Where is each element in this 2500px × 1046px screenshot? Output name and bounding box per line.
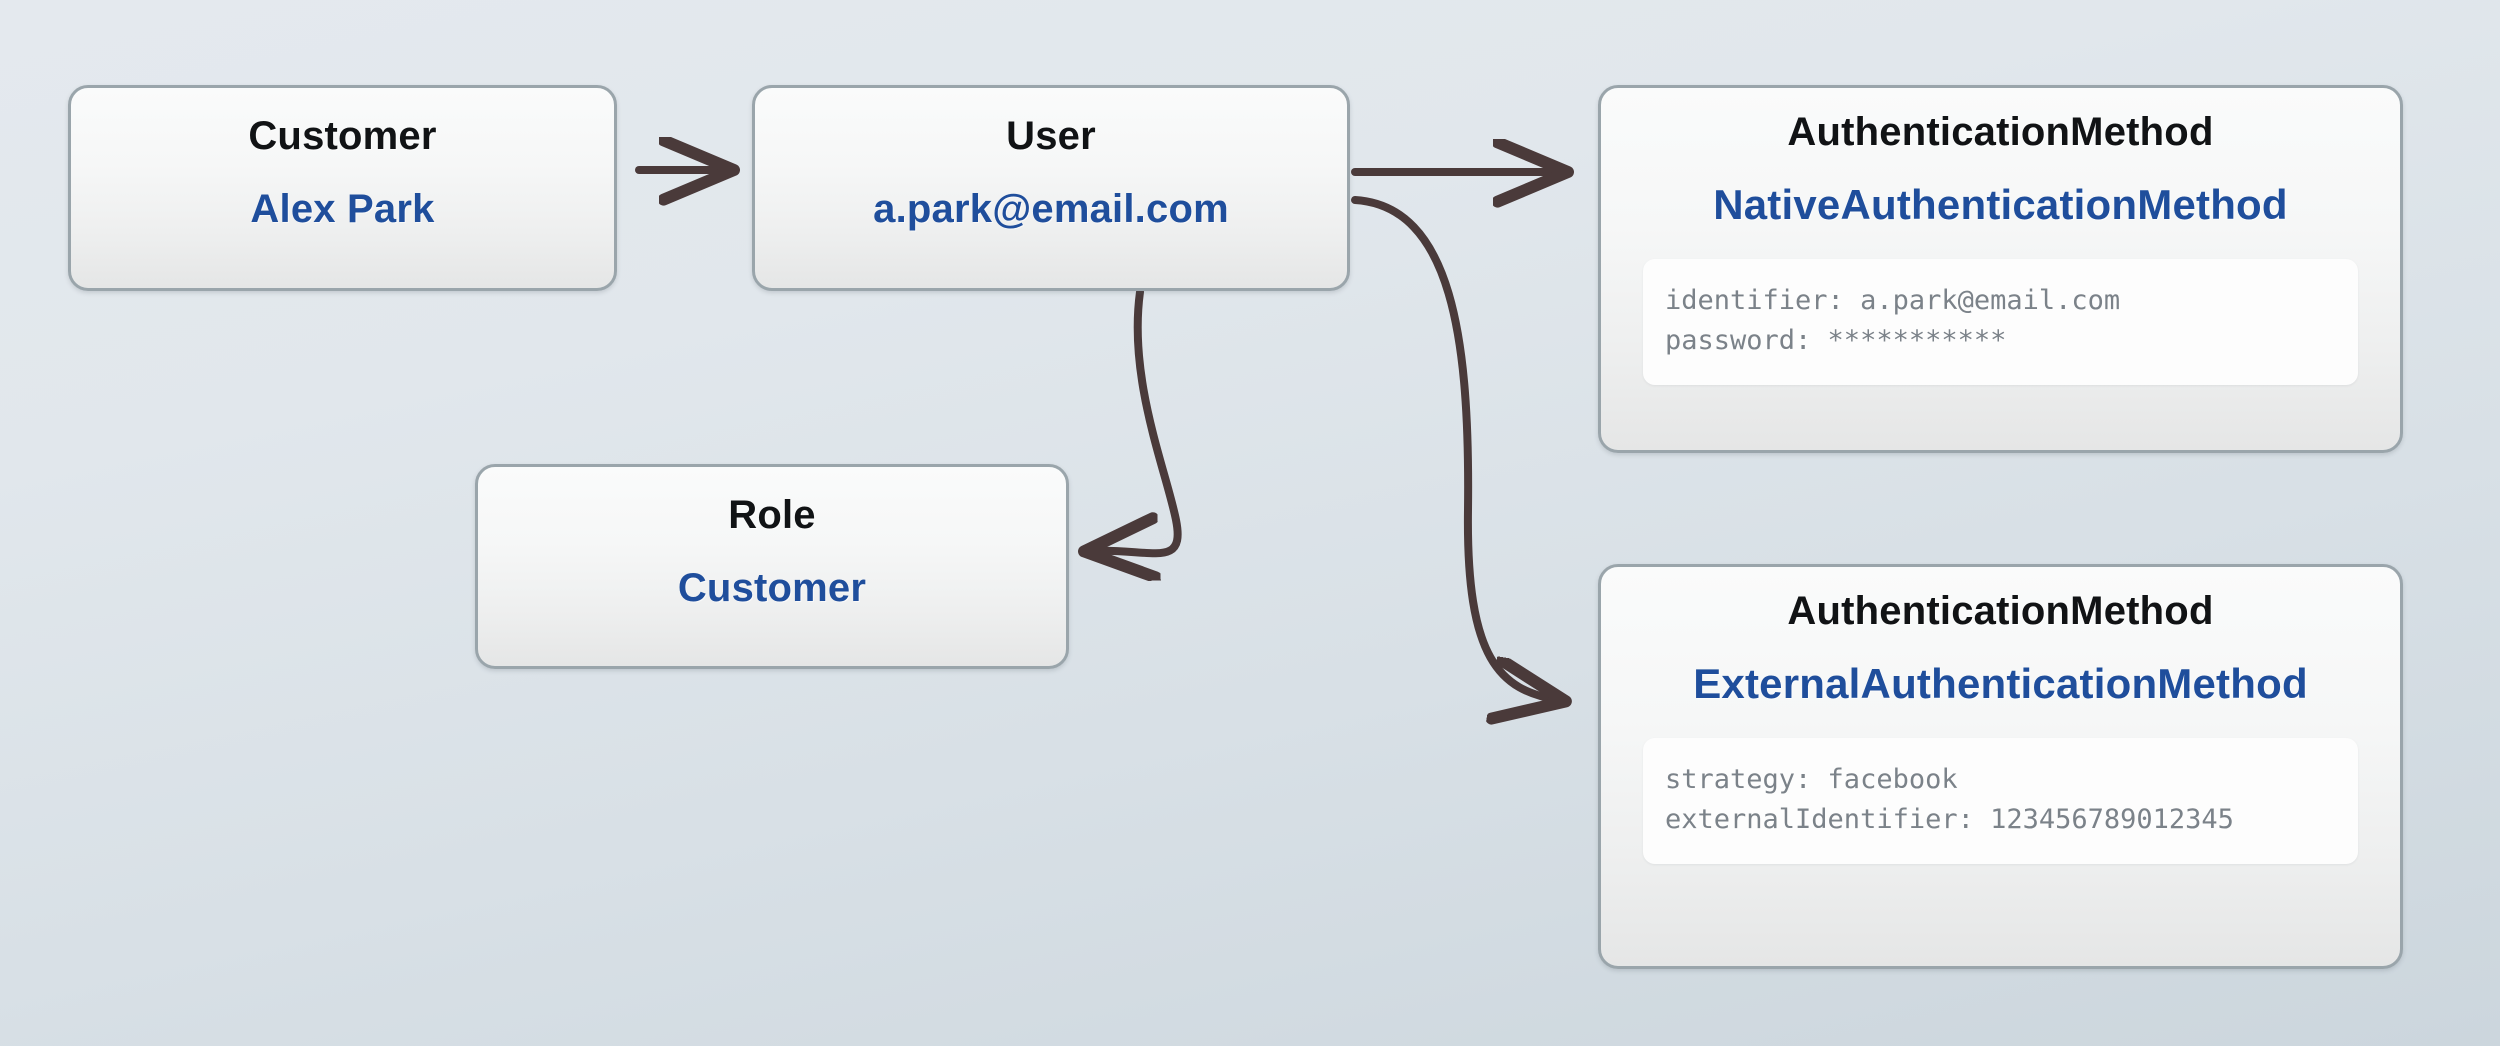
node-auth-native-value: NativeAuthenticationMethod — [1713, 181, 2288, 228]
node-auth-external-value: ExternalAuthenticationMethod — [1693, 660, 2308, 707]
node-user-title: User — [1006, 114, 1096, 158]
node-authentication-method-external[interactable]: AuthenticationMethod ExternalAuthenticat… — [1598, 564, 2403, 969]
attribute-identifier: identifier: a.park@email.com — [1665, 285, 2121, 316]
node-user-value: a.park@email.com — [873, 187, 1229, 231]
node-role-title: Role — [728, 493, 816, 537]
node-auth-external-attributes: strategy: facebook externalIdentifier: 1… — [1643, 738, 2358, 864]
node-role-value: Customer — [677, 566, 867, 610]
node-auth-external-title: AuthenticationMethod — [1787, 589, 2214, 633]
node-auth-native-attributes: identifier: a.park@email.com password: *… — [1643, 259, 2358, 385]
node-customer[interactable]: Customer Alex Park — [68, 85, 617, 291]
attribute-password: password: *********** — [1665, 324, 2007, 356]
node-user[interactable]: User a.park@email.com — [752, 85, 1350, 291]
attribute-external-identifier: externalIdentifier: 123456789012345 — [1665, 803, 2234, 835]
edge-user-to-auth-external — [1351, 196, 1558, 700]
edge-user-to-role — [1092, 288, 1182, 553]
attribute-strategy: strategy: facebook — [1665, 764, 1958, 795]
node-role[interactable]: Role Customer — [475, 464, 1069, 669]
node-customer-value: Alex Park — [250, 187, 435, 231]
node-customer-title: Customer — [248, 114, 437, 158]
node-auth-native-title: AuthenticationMethod — [1787, 110, 2214, 154]
node-authentication-method-native[interactable]: AuthenticationMethod NativeAuthenticatio… — [1598, 85, 2403, 453]
